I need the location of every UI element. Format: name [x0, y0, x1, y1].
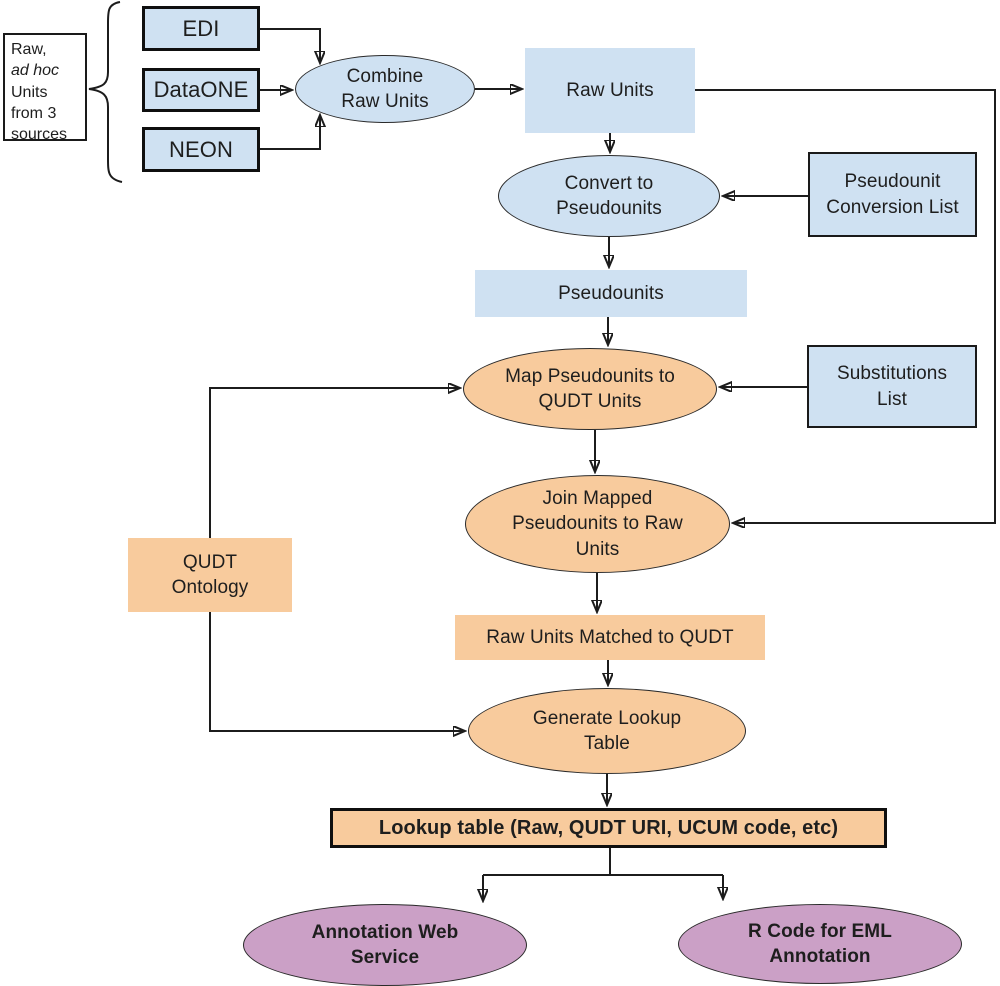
node-raw-units-matched-to-qudt: Raw Units Matched to QUDT — [455, 615, 765, 660]
node-source-edi: EDI — [142, 6, 260, 51]
arrow-qudt-to-generate — [209, 612, 464, 731]
node-qudt-ontology: QUDT Ontology — [128, 538, 292, 612]
node-pseudounits: Pseudounits — [475, 270, 747, 317]
node-source-dataone: DataONE — [142, 68, 260, 112]
brace-sources — [88, 1, 123, 183]
node-annotation-web-service: Annotation Web Service — [243, 904, 527, 986]
node-map-pseudounits-to-qudt: Map Pseudounits to QUDT Units — [463, 348, 717, 430]
node-raw-units: Raw Units — [525, 48, 695, 133]
node-join-mapped-pseudounits: Join Mapped Pseudounits to Raw Units — [465, 475, 730, 573]
node-combine-raw-units: Combine Raw Units — [295, 55, 475, 123]
source-note-box: Raw, ad hoc Units from 3 sources — [3, 33, 87, 143]
source-note-line1: Raw, — [11, 41, 47, 58]
arrow-neon-to-combine — [260, 116, 320, 150]
node-generate-lookup-table: Generate Lookup Table — [468, 688, 746, 774]
node-lookup-table: Lookup table (Raw, QUDT URI, UCUM code, … — [330, 808, 887, 848]
source-note-line5: sources — [11, 126, 68, 144]
node-r-code-for-eml-annotation: R Code for EML Annotation — [678, 904, 962, 984]
node-substitutions-list: Substitutions List — [807, 345, 977, 428]
node-source-neon: NEON — [142, 127, 260, 172]
source-note-text: Raw, ad hoc Units from 3 sources — [11, 39, 85, 145]
source-note-line2: ad hoc — [11, 62, 60, 80]
arrow-edi-to-combine — [260, 28, 320, 62]
source-note-line4: from 3 — [11, 104, 57, 122]
source-note-line3: Units — [11, 83, 48, 101]
arrow-qudt-to-map — [209, 388, 459, 538]
node-convert-to-pseudounits: Convert to Pseudounits — [498, 155, 720, 237]
node-pseudounit-conversion-list: Pseudounit Conversion List — [808, 152, 977, 237]
